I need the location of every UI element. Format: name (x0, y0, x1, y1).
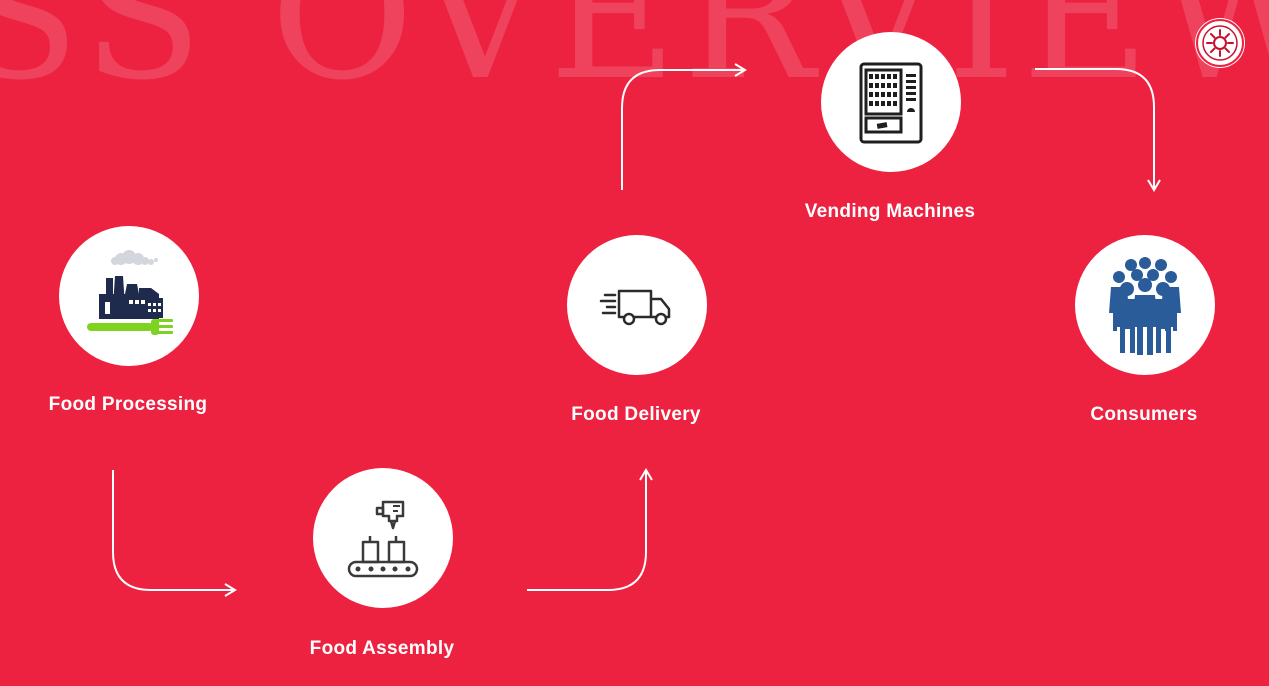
food-delivery-label: Food Delivery (571, 404, 701, 425)
arrow-assembly-to-delivery (527, 468, 653, 591)
assembly-line-icon (347, 500, 419, 578)
delivery-truck-icon (599, 289, 671, 326)
consumers-node[interactable] (1075, 235, 1215, 375)
arrow-processing-to-assembly (112, 470, 237, 597)
people-group-icon (1109, 257, 1181, 355)
vending-machines-label: Vending Machines (804, 201, 976, 222)
food-assembly-node[interactable] (313, 468, 453, 608)
food-processing-label: Food Processing (48, 394, 208, 415)
brand-logo-icon[interactable] (1196, 19, 1244, 67)
food-assembly-label: Food Assembly (309, 638, 455, 659)
food-processing-node[interactable] (59, 226, 199, 366)
background-watermark: SS OVERVIEW (0, 0, 1269, 119)
food-delivery-node[interactable] (567, 235, 707, 375)
vending-machines-node[interactable] (821, 32, 961, 172)
vending-machine-icon (859, 62, 923, 144)
factory-fork-icon (87, 250, 173, 335)
consumers-label: Consumers (1090, 404, 1198, 425)
